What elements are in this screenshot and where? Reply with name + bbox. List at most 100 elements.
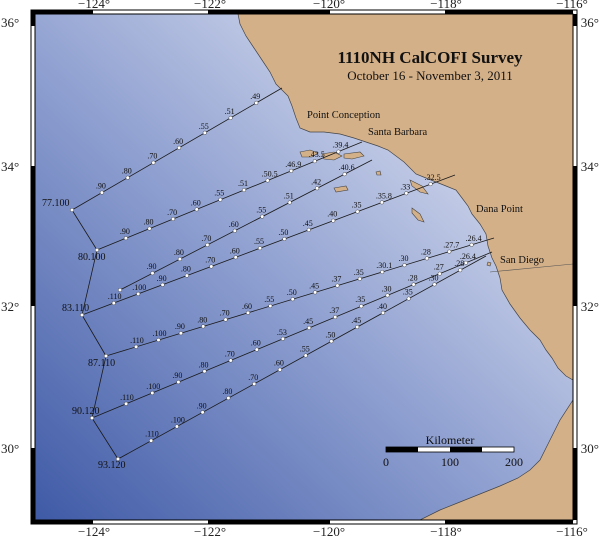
station-label: .40 [327,210,337,219]
station-marker [136,291,141,296]
station-marker [123,236,128,241]
station-marker [335,283,340,288]
scale-bar-label: 0 [383,455,389,469]
station-marker [290,297,295,302]
lat-tick: 30° [1,441,19,456]
station-marker [355,325,360,330]
station-label: .26.4 [466,234,482,243]
station-label: .32.5 [425,173,441,182]
lon-tick: −120° [313,0,345,11]
station-marker [357,276,362,281]
lat-tick: 36° [1,15,19,30]
station-marker [79,313,84,318]
map-frame [30,9,578,525]
island-san-miguel [299,149,319,158]
station-marker [424,256,429,261]
station-label: .50 [278,228,288,237]
station-label: .60 [229,220,239,229]
station-label: .80 [174,248,184,257]
map-title: 1110NH CalCOFI Survey [337,48,523,67]
lon-tick: −124° [78,524,110,538]
place-san-diego: San Diego [500,255,544,266]
station-label: .55 [199,122,209,131]
lat-tick: 36° [581,15,599,30]
place-santa-barbara: Santa Barbara [368,127,428,138]
station-label: .35.8 [376,191,392,200]
station-marker [218,197,223,202]
station-marker [258,246,263,251]
lon-tick: −122° [194,524,226,538]
station-label: .37 [331,275,341,284]
station-label: .51 [225,107,235,116]
station-marker [147,226,152,231]
track-line [119,159,373,291]
station-label: .110 [120,393,134,402]
line-start-label: 80.100 [78,252,106,263]
station-marker [268,304,273,309]
island-san-clemente [411,207,425,223]
station-label: .100 [153,329,167,338]
station-label: .90 [197,401,207,410]
station-label: .55 [214,189,224,198]
station-marker [447,249,452,254]
map-subtitle: October 16 - November 3, 2011 [347,68,513,83]
lat-tick: 30° [581,441,599,456]
station-label: .80 [199,360,209,369]
scale-bar-label: 100 [441,455,459,469]
station-label: .90 [147,262,157,271]
station-label: .70 [248,373,258,382]
station-marker [282,236,287,241]
station-marker [151,160,156,165]
station-marker [313,290,318,295]
station-label: .80 [122,167,132,176]
station-label: .70 [220,309,230,318]
station-marker [342,172,347,177]
station-label: .90 [96,182,106,191]
lat-tick: 32° [1,299,19,314]
line-start-label: 90.120 [72,406,100,417]
station-marker [245,310,250,315]
station-label: .27.7 [443,241,459,250]
station-label: .40.6 [339,163,355,172]
station-marker [280,336,285,341]
station-marker [254,347,259,352]
station-label: .80 [197,315,207,324]
station-marker [336,149,341,154]
station-marker [437,271,442,276]
station-marker [99,190,104,195]
line-start-label: 93.120 [98,460,126,471]
station-label: .43.5 [309,150,325,159]
station-marker [202,130,207,135]
lat-tick: 32° [581,299,599,314]
station-label: .60 [274,359,284,368]
station-marker [201,324,206,329]
station-label: .35 [355,295,365,304]
lon-tick: −118° [430,0,462,11]
station-marker [124,401,129,406]
station-marker [103,354,108,359]
station-marker [194,207,199,212]
land-mainland [237,14,573,381]
station-label: .110 [108,292,122,301]
station-marker [355,209,360,214]
station-marker [177,145,182,150]
station-marker [333,315,338,320]
offshore-connector [71,209,119,460]
station-label: .100 [132,283,146,292]
scale-bar: Kilometer 0 100 200 [383,433,523,469]
lon-tick: −118° [430,524,462,538]
station-marker [228,115,233,120]
station-label: .42 [311,177,321,186]
station-marker [402,263,407,268]
station-marker [111,301,116,306]
track-line [91,251,493,419]
line-start-label: 83.110 [62,303,89,314]
track-line [117,255,487,460]
station-label: .46.9 [285,160,301,169]
station-marker [178,331,183,336]
station-marker [315,186,320,191]
station-label: .45 [309,281,319,290]
us-mexico-border [489,263,573,273]
station-label: .55 [300,345,310,354]
coastline [237,14,573,520]
